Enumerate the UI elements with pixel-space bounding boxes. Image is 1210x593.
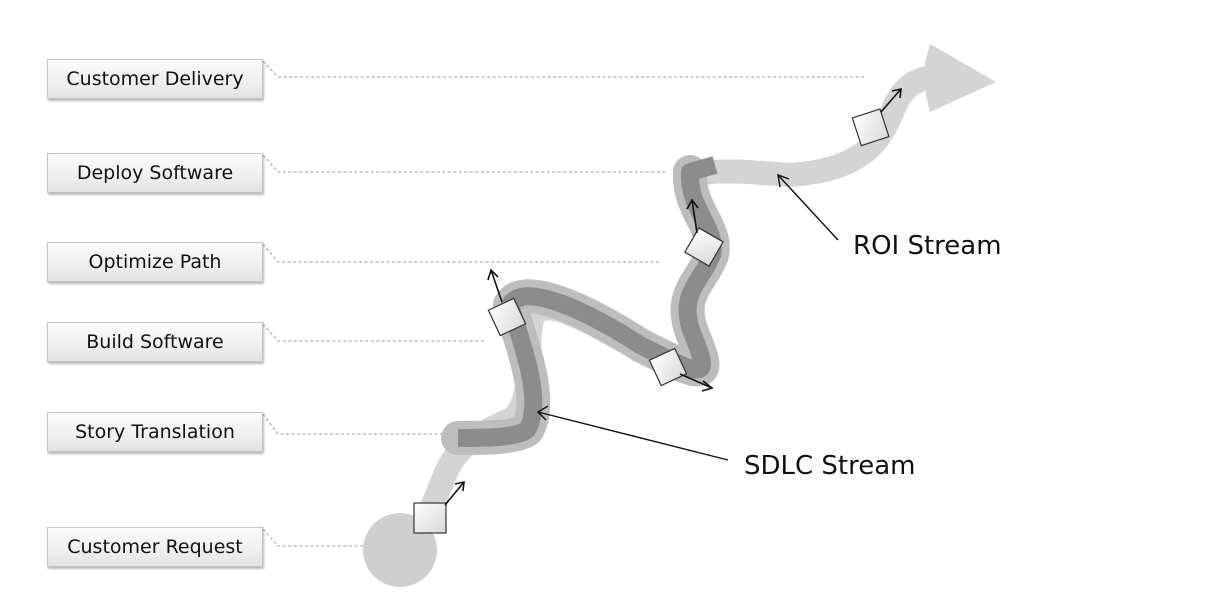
stage-connectors <box>262 60 865 547</box>
checkpoint-2 <box>487 268 527 337</box>
stage-label-text: Deploy Software <box>76 162 234 184</box>
sdlc-stream <box>441 155 730 455</box>
stage-customer-request: Customer Request <box>47 527 263 567</box>
stage-label-text: Customer Request <box>67 536 243 558</box>
sdlc-callout-arrowhead <box>536 405 549 421</box>
checkpoint-1 <box>413 480 465 534</box>
checkpoint-arrowhead <box>701 380 714 392</box>
stage-label-text: Story Translation <box>75 421 235 443</box>
checkpoint-box <box>851 108 890 147</box>
checkpoint-arrowhead <box>686 198 699 210</box>
checkpoint-arrow <box>679 373 713 389</box>
checkpoint-4 <box>684 198 724 267</box>
connector-optimize-path <box>262 243 660 263</box>
connector-story-translation <box>262 413 445 435</box>
checkpoint-arrow <box>691 199 698 234</box>
checkpoint-arrowhead <box>454 480 465 492</box>
sdlc-stream-label: SDLC Stream <box>744 451 916 481</box>
checkpoint-box <box>684 227 724 267</box>
connector-customer-delivery <box>262 60 865 78</box>
connector-build-software <box>262 323 485 342</box>
callouts <box>536 173 839 461</box>
checkpoint-arrowhead <box>487 268 499 281</box>
checkpoint-arrow <box>444 481 465 506</box>
checkpoint-arrowhead <box>891 87 902 99</box>
checkpoints <box>413 87 902 534</box>
roi-callout-arrowhead <box>777 173 790 188</box>
stage-optimize-path: Optimize Path <box>47 242 263 282</box>
checkpoint-box <box>413 502 447 534</box>
connector-customer-request <box>262 528 378 547</box>
checkpoint-3 <box>648 347 714 392</box>
stage-deploy-software: Deploy Software <box>47 153 263 193</box>
stage-customer-delivery: Customer Delivery <box>47 59 263 99</box>
roi-callout-line <box>777 174 839 241</box>
checkpoint-arrow <box>490 269 503 303</box>
roi-stream-arrowhead <box>925 44 996 112</box>
stage-story-translation: Story Translation <box>47 412 263 452</box>
checkpoint-box <box>487 297 527 337</box>
checkpoint-arrow <box>880 88 902 113</box>
stage-label-text: Customer Delivery <box>66 68 244 90</box>
roi-stream-label: ROI Stream <box>853 231 1002 261</box>
checkpoint-box <box>648 347 688 387</box>
stage-label-text: Build Software <box>86 331 224 353</box>
stage-build-software: Build Software <box>47 322 263 362</box>
sdlc-callout-line <box>537 411 729 461</box>
checkpoint-5 <box>851 87 902 147</box>
stage-label-text: Optimize Path <box>88 251 222 273</box>
connector-deploy-software <box>262 154 668 173</box>
